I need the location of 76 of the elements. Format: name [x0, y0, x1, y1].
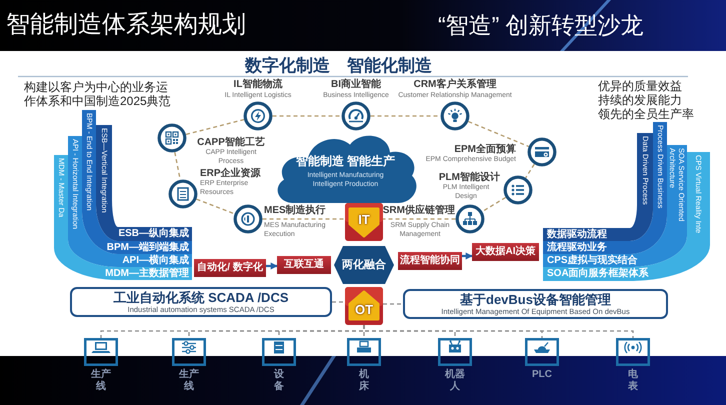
- dashed-line: [525, 164, 535, 178]
- module-name: PLM智能设计: [438, 172, 500, 184]
- section-heading: 智能化制造: [347, 56, 432, 76]
- process-box: 互联互通: [277, 256, 331, 274]
- goal-text: 持续的发展能力: [598, 93, 682, 107]
- device-label: PLC: [531, 369, 553, 381]
- band-label: SOA面向服务框架体系: [547, 267, 649, 281]
- module-name: MES制造执行: [264, 205, 326, 217]
- system-title: 基于devBus设备智能管理: [460, 292, 611, 308]
- lightbulb-icon: [440, 101, 470, 131]
- page-title: 智能制造体系架构规划: [6, 11, 246, 39]
- dashed-line: [332, 301, 345, 303]
- laptop-icon: [84, 338, 118, 366]
- device-label: 机器人: [444, 369, 466, 393]
- system-title: 工业自动化系统 SCADA /DCS: [113, 290, 289, 306]
- module-name: SRM供应链管理: [382, 205, 455, 217]
- process-box: 自动化/ 数字化: [194, 259, 266, 277]
- grid-icon: [157, 123, 187, 153]
- robot-icon: [438, 338, 472, 366]
- dashed-line: [174, 152, 181, 180]
- goal-text: 优异的质量效益: [598, 79, 682, 93]
- dashed-line: [363, 325, 634, 338]
- dashed-line: [383, 218, 456, 220]
- machine-icon: [347, 338, 381, 366]
- wireless-icon: [616, 338, 650, 366]
- document-icon: [168, 179, 198, 209]
- module-name: CAPP智能工艺: [197, 137, 265, 148]
- module-name: BI商业智能: [331, 79, 381, 91]
- arrow: [266, 262, 278, 270]
- dial-icon: [233, 204, 263, 234]
- band-label: ESB—纵向集成: [118, 227, 189, 241]
- band-label: 流程驱动业务: [547, 241, 607, 254]
- console-icon: [525, 338, 559, 366]
- dashed-line: [196, 198, 235, 214]
- dashed-line: [383, 303, 403, 305]
- server-icon: [262, 338, 296, 366]
- list-icon: [503, 175, 533, 205]
- dashed-line: [468, 120, 529, 148]
- device-label: 设备: [273, 369, 285, 393]
- dashed-line: [272, 115, 342, 117]
- dashed-line: [482, 196, 506, 212]
- dashed-line: [370, 115, 440, 117]
- system-box: [70, 287, 332, 317]
- device-label: 生产线: [178, 369, 200, 393]
- band-label: CPS虚拟与现实结合: [547, 254, 638, 267]
- section-heading: 数字化制造: [245, 56, 330, 76]
- card-icon: [527, 137, 557, 167]
- goal-text: 领先的全员生产率: [598, 107, 694, 121]
- band-label: API—横向集成: [122, 254, 189, 267]
- gauge-icon: [341, 101, 371, 131]
- system-box: [403, 289, 668, 319]
- curved-band: [96, 125, 192, 241]
- curved-band: [543, 133, 653, 241]
- goal-text: 构建以客户为中心的业务运作体系和中国制造2025典范: [24, 80, 172, 108]
- shield-tile: OT: [345, 287, 383, 325]
- band-label: BPM—端到端集成: [106, 241, 189, 254]
- lightning-icon: [243, 101, 273, 131]
- process-box: 流程智能协同: [398, 252, 462, 270]
- dashed-line: [262, 218, 345, 220]
- shield-tile: IT: [345, 203, 383, 241]
- dashed-line: [186, 118, 244, 136]
- module-name: CRM客户关系管理: [414, 79, 496, 91]
- module-name: EPM全面预算: [454, 144, 516, 156]
- band-label: MDM—主数据管理: [105, 267, 189, 280]
- arrow: [462, 252, 473, 260]
- process-box: 大数据AI决策: [472, 243, 539, 261]
- band-label: 数据驱动流程: [547, 228, 607, 241]
- module-name: IL智能物流: [234, 79, 282, 91]
- device-label: 机床: [358, 369, 370, 393]
- hexagon-node: 两化融合: [334, 246, 394, 284]
- hierarchy-icon: [455, 204, 485, 234]
- sliders-icon: [172, 338, 206, 366]
- module-name: ERP企业资源: [200, 168, 261, 180]
- header-tagline: “智造” 创新转型沙龙: [438, 11, 644, 39]
- device-label: 生产线: [90, 369, 112, 393]
- device-label: 电表: [627, 369, 639, 393]
